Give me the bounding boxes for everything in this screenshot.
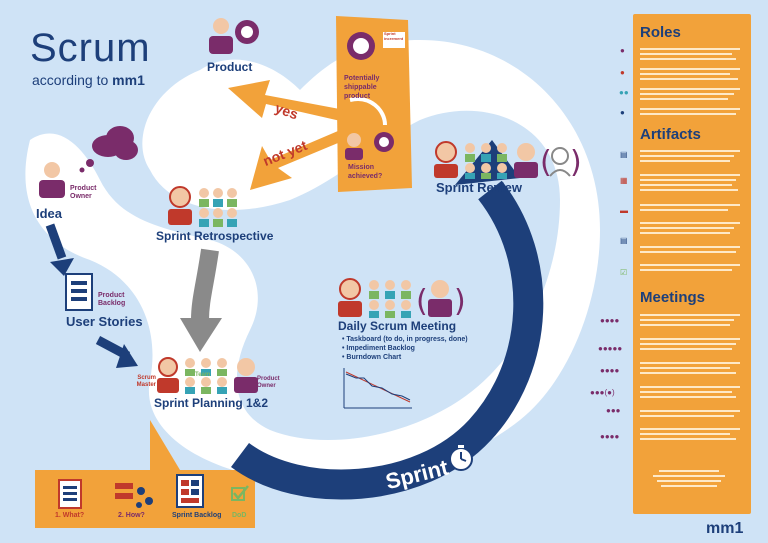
subtitle-prefix: according to xyxy=(32,72,109,88)
planning-sprint-backlog-label: Sprint Backlog xyxy=(172,512,222,519)
idea-owner-line-1: Product xyxy=(70,185,97,192)
sprint-planning-label: Sprint Planning 1&2 xyxy=(154,396,269,410)
daily-bullet-list: • Taskboard (to do, in progress, done) •… xyxy=(342,335,468,362)
product-backlog-artifact-icon: ▤ xyxy=(620,150,628,159)
daily-bullet-item: • Burndown Chart xyxy=(342,354,402,361)
idea-owner-line-2: Owner xyxy=(70,193,92,200)
review-team-icon: ( ) xyxy=(434,141,582,180)
team-role-icon: ●● xyxy=(619,88,629,97)
stakeholder-role-icon: ● xyxy=(620,108,625,117)
svg-text:(: ( xyxy=(540,145,552,180)
product-backlog-line-2: Backlog xyxy=(98,300,126,307)
user-stories-label: User Stories xyxy=(66,314,143,329)
planning-how-label: 2. How? xyxy=(118,512,145,519)
checkbox-icon xyxy=(231,485,249,501)
planning-owner-label: Product Owner xyxy=(257,376,280,390)
mission-line-1: Mission xyxy=(348,164,375,171)
sprint-increment-tag: Sprint increment xyxy=(384,31,404,41)
subtitle-brand: mm1 xyxy=(112,72,145,88)
planning-meeting-icon: ●●●● xyxy=(600,316,620,325)
daily-meeting-icon: ●●●● xyxy=(600,366,620,375)
svg-text:(: ( xyxy=(416,284,428,319)
sprint-backlog-icon xyxy=(176,474,204,508)
product-backlog-icon xyxy=(65,273,93,311)
increment-icon xyxy=(347,32,405,60)
review-meeting-icon: ●●●(●) xyxy=(590,388,615,397)
mission-line-2: achieved? xyxy=(348,173,383,180)
team-label: Team xyxy=(195,372,211,378)
mission-label: Mission achieved? xyxy=(348,163,382,181)
planning-what-label: 1. What? xyxy=(55,512,85,519)
burndown-artifact-icon: ▤ xyxy=(620,236,628,245)
product-backlog-line-1: Product xyxy=(98,292,125,299)
idea-owner-label: Product Owner xyxy=(70,185,96,201)
planning-dod-label: DoD xyxy=(232,512,247,519)
poster-title: Scrum xyxy=(30,26,151,70)
artifacts-title: Artifacts xyxy=(640,126,701,143)
increment-line-1: Potentially xyxy=(344,75,380,82)
scrum-master-label: Scrum Master xyxy=(126,375,156,389)
idea-owner-icon xyxy=(39,162,65,198)
how-task-icon xyxy=(115,483,153,508)
legend-sidebar: Roles Artifacts Meetings xyxy=(633,14,751,514)
sprint-review-label: Sprint Review xyxy=(436,180,522,195)
scrum-master-line-2: Master xyxy=(136,382,156,388)
daily-scrum-label: Daily Scrum Meeting xyxy=(338,319,457,333)
roles-title: Roles xyxy=(640,24,681,41)
refinement-meeting-icon: ●●●● xyxy=(600,432,620,441)
mission-icon xyxy=(345,132,394,160)
burndown-chart-icon xyxy=(343,368,412,409)
daily-bullet-item: • Impediment Backlog xyxy=(342,345,415,352)
stopwatch-icon xyxy=(449,445,473,471)
planning2-meeting-icon: ●●●●● xyxy=(598,344,623,353)
product-owner-icon xyxy=(209,18,259,54)
planning-owner-line-1: Product xyxy=(257,376,280,382)
sprint-retrospective-label: Sprint Retrospective xyxy=(156,229,274,243)
svg-text:): ) xyxy=(570,145,582,180)
increment-line-3: product xyxy=(344,93,371,100)
idea-label: Idea xyxy=(36,206,63,221)
product-label: Product xyxy=(207,60,253,74)
scrum-master-role-icon: ● xyxy=(620,68,625,77)
increment-line-2: shippable xyxy=(344,84,377,91)
meetings-title: Meetings xyxy=(640,289,706,306)
planning-team-icon xyxy=(157,357,258,394)
poster-subtitle: according to mm1 xyxy=(32,72,145,88)
footer-brand: mm1 xyxy=(706,520,744,537)
retro-meeting-icon: ●●● xyxy=(606,406,621,415)
what-backlog-icon xyxy=(58,479,82,509)
scrum-master-line-1: Scrum xyxy=(137,375,156,381)
retrospective-team-icon xyxy=(168,186,237,227)
increment-artifact-icon: ▬ xyxy=(620,206,628,215)
increment-label: Potentially shippable product xyxy=(344,74,379,101)
daily-bullet-item: • Taskboard (to do, in progress, done) xyxy=(342,336,468,343)
planning-owner-line-2: Owner xyxy=(257,383,276,389)
product-backlog-label: Product Backlog xyxy=(98,292,125,308)
daily-team-icon: ( ) xyxy=(338,278,466,319)
sprint-backlog-artifact-icon: ▦ xyxy=(620,176,628,185)
svg-text:): ) xyxy=(454,284,466,319)
product-owner-role-icon: ● xyxy=(620,46,625,55)
dod-artifact-icon: ☑ xyxy=(620,268,628,277)
